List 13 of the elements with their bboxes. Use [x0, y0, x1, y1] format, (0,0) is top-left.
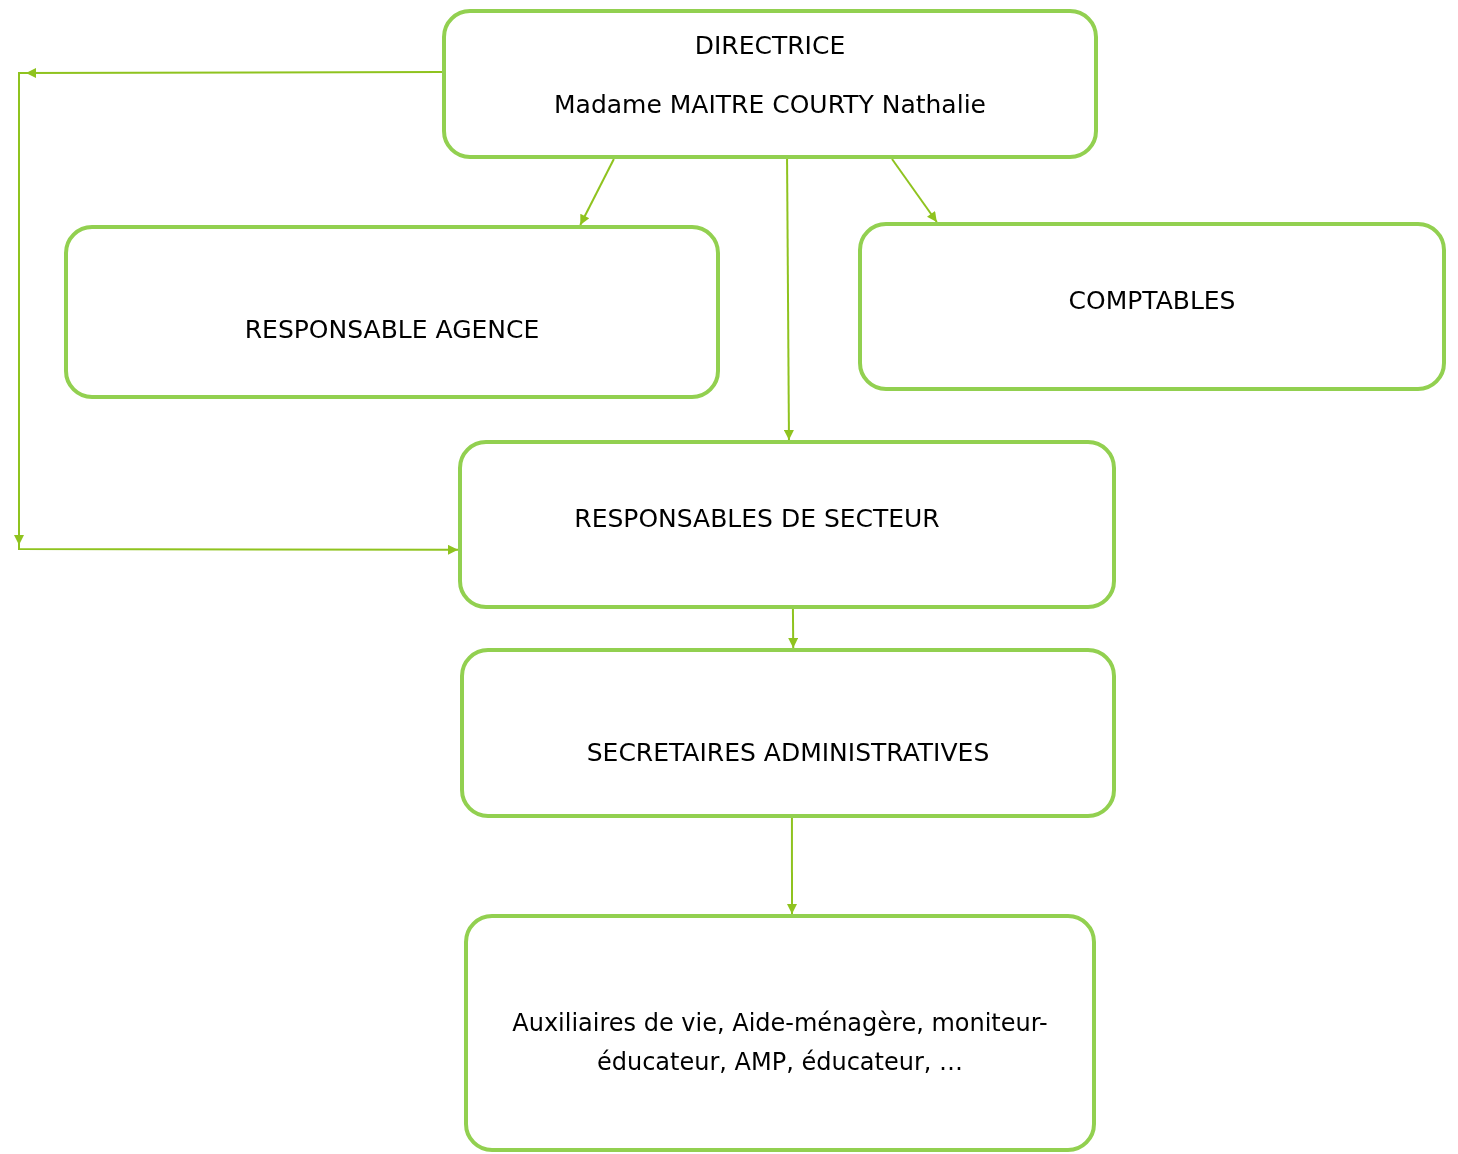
- org-box: [858, 222, 1446, 391]
- org-box: [458, 440, 1116, 609]
- org-box: [460, 648, 1116, 818]
- box-text: Auxiliaires de vie, Aide-ménagère, moniteur-éducateur, AMP, éducateur, …: [511, 1008, 1049, 1078]
- box-text: RESPONSABLE AGENCE: [243, 315, 541, 344]
- org-box: [64, 225, 720, 399]
- box-text: SECRETAIRES ADMINISTRATIVES: [585, 738, 991, 767]
- box-heading: DIRECTRICE: [693, 31, 847, 60]
- org-box: [464, 914, 1096, 1152]
- box-text: COMPTABLES: [1067, 286, 1237, 315]
- box-text: RESPONSABLES DE SECTEUR: [573, 504, 941, 533]
- box-text: Madame MAITRE COURTY Nathalie: [553, 90, 987, 119]
- org-box: [442, 9, 1098, 159]
